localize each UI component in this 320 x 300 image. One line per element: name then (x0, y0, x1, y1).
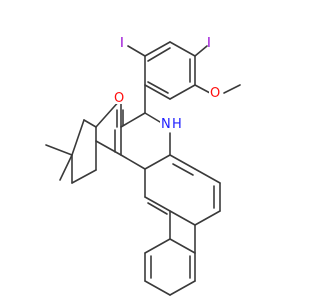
bond (169, 238, 196, 254)
iodine-label-left: I (120, 36, 124, 51)
bond (172, 163, 194, 176)
bond (194, 210, 221, 226)
bond (169, 280, 196, 296)
ketone-oxygen-background (113, 90, 127, 104)
amine-nitrogen-label: N (161, 117, 171, 132)
bond (144, 154, 171, 170)
molecule-structure-diagram: I I O O N H (45, 36, 241, 296)
bond (83, 119, 97, 128)
methoxy-oxygen-background (209, 84, 223, 98)
bond (120, 112, 146, 128)
bond (144, 112, 161, 123)
bond (59, 154, 73, 181)
bond (223, 84, 241, 94)
bond (144, 196, 171, 212)
bond (194, 168, 221, 184)
bond-group (45, 41, 241, 296)
bond (147, 47, 171, 62)
bond (120, 154, 146, 170)
bond (169, 154, 196, 170)
bond (169, 41, 196, 57)
bond (147, 202, 168, 215)
atom-label-group: I I O O N H (113, 36, 223, 132)
bond (194, 45, 208, 57)
bond (169, 210, 196, 226)
amine-hydrogen-label: H (172, 117, 182, 132)
iodine-label-right: I (207, 36, 211, 51)
bond (144, 238, 171, 254)
bond (144, 280, 171, 296)
bond (45, 144, 73, 156)
bond (147, 81, 169, 94)
amine-background (160, 114, 184, 130)
bond (71, 119, 85, 156)
ketone-oxygen-label: O (114, 91, 124, 106)
bond (144, 84, 171, 100)
methoxy-oxygen-label: O (210, 86, 220, 101)
bond (169, 84, 196, 100)
bond (194, 84, 211, 94)
bond (127, 45, 146, 57)
bond (144, 41, 171, 57)
bond (71, 169, 97, 184)
bond (95, 140, 122, 156)
